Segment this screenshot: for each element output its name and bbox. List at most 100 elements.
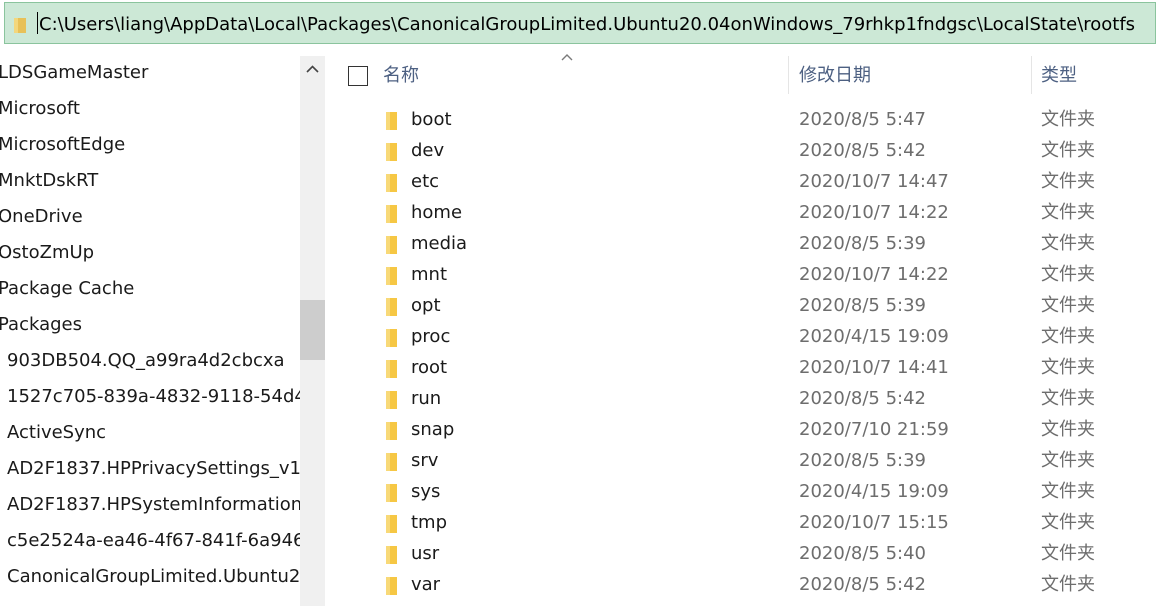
file-row[interactable]: srv 2020/8/5 5:39 文件夹 (328, 446, 1158, 477)
folder-icon (386, 546, 397, 564)
nav-item[interactable]: 1527c705-839a-4832-9118-54d4 (7, 386, 300, 407)
nav-item[interactable]: Microsoft (0, 98, 80, 119)
file-row[interactable]: var 2020/8/5 5:42 文件夹 (328, 570, 1158, 601)
file-name[interactable]: dev (411, 140, 445, 161)
file-name[interactable]: run (411, 388, 442, 409)
nav-item[interactable]: c5e2524a-ea46-4f67-841f-6a946 (7, 530, 300, 551)
file-modified-date: 2020/7/10 21:59 (799, 419, 949, 440)
file-name[interactable]: media (411, 233, 468, 254)
file-name[interactable]: srv (411, 450, 439, 471)
file-type: 文件夹 (1041, 512, 1095, 533)
folder-icon (386, 329, 397, 347)
file-name[interactable]: home (411, 202, 463, 223)
file-row[interactable]: snap 2020/7/10 21:59 文件夹 (328, 415, 1158, 446)
nav-item[interactable]: AD2F1837.HPPrivacySettings_v10 (7, 458, 300, 479)
file-modified-date: 2020/4/15 19:09 (799, 481, 949, 502)
column-header-modified[interactable]: 修改日期 (799, 65, 871, 86)
column-divider[interactable] (1031, 56, 1032, 94)
file-modified-date: 2020/8/5 5:42 (799, 140, 926, 161)
scrollbar-thumb[interactable] (300, 300, 325, 360)
file-modified-date: 2020/8/5 5:42 (799, 574, 926, 595)
file-modified-date: 2020/10/7 14:22 (799, 202, 949, 223)
nav-item[interactable]: OneDrive (0, 206, 83, 227)
chevron-up-icon[interactable] (300, 56, 325, 84)
file-name[interactable]: proc (411, 326, 451, 347)
folder-icon (386, 267, 397, 285)
nav-item[interactable]: MicrosoftEdge (0, 134, 126, 155)
file-name[interactable]: sys (411, 481, 441, 502)
nav-item[interactable]: CanonicalGroupLimited.Ubuntu20 (7, 566, 300, 587)
file-name[interactable]: snap (411, 419, 455, 440)
file-type: 文件夹 (1041, 543, 1095, 564)
file-row[interactable]: tmp 2020/10/7 15:15 文件夹 (328, 508, 1158, 539)
file-row[interactable]: usr 2020/8/5 5:40 文件夹 (328, 539, 1158, 570)
file-name[interactable]: root (411, 357, 448, 378)
file-modified-date: 2020/10/7 14:22 (799, 264, 949, 285)
file-type: 文件夹 (1041, 202, 1095, 223)
address-input[interactable]: C:\Users\liang\AppData\Local\Packages\Ca… (4, 2, 1156, 44)
file-name[interactable]: tmp (411, 512, 448, 533)
file-type: 文件夹 (1041, 388, 1095, 409)
file-name[interactable]: mnt (411, 264, 447, 285)
nav-item[interactable]: Package Cache (0, 278, 135, 299)
file-name[interactable]: var (411, 574, 441, 595)
file-modified-date: 2020/10/7 15:15 (799, 512, 949, 533)
column-header-type[interactable]: 类型 (1041, 65, 1077, 86)
column-divider[interactable] (788, 56, 789, 94)
nav-item[interactable]: MnktDskRT (0, 170, 99, 191)
file-modified-date: 2020/10/7 14:47 (799, 171, 949, 192)
file-row[interactable]: boot 2020/8/5 5:47 文件夹 (328, 105, 1158, 136)
folder-icon (14, 18, 26, 33)
file-name[interactable]: etc (411, 171, 440, 192)
folder-icon (386, 174, 397, 192)
select-all-checkbox[interactable] (348, 66, 368, 86)
file-type: 文件夹 (1041, 450, 1095, 471)
folder-icon (386, 422, 397, 440)
file-type: 文件夹 (1041, 171, 1095, 192)
file-type: 文件夹 (1041, 233, 1095, 254)
file-list: 名称 修改日期 类型 boot 2020/8/5 5:47 文件夹 dev 2020/8… (328, 46, 1158, 606)
folder-icon (386, 205, 397, 223)
file-row[interactable]: run 2020/8/5 5:42 文件夹 (328, 384, 1158, 415)
folder-icon (386, 484, 397, 502)
nav-item[interactable]: ActiveSync (7, 422, 107, 443)
file-row[interactable]: etc 2020/10/7 14:47 文件夹 (328, 167, 1158, 198)
navigation-pane: LDSGameMaster Microsoft MicrosoftEdge Mn… (0, 56, 300, 606)
nav-item[interactable]: Packages (0, 314, 82, 335)
folder-icon (386, 577, 397, 595)
nav-item[interactable]: LDSGameMaster (0, 62, 149, 83)
file-modified-date: 2020/8/5 5:47 (799, 109, 926, 130)
folder-icon (386, 453, 397, 471)
file-name[interactable]: boot (411, 109, 452, 130)
nav-scrollbar[interactable] (300, 56, 325, 606)
file-modified-date: 2020/8/5 5:42 (799, 388, 926, 409)
file-modified-date: 2020/4/15 19:09 (799, 326, 949, 347)
file-type: 文件夹 (1041, 109, 1095, 130)
nav-item[interactable]: 903DB504.QQ_a99ra4d2cbcxa (7, 350, 285, 371)
file-modified-date: 2020/8/5 5:40 (799, 543, 926, 564)
column-header-name[interactable]: 名称 (383, 65, 419, 86)
address-path: C:\Users\liang\AppData\Local\Packages\Ca… (37, 12, 1136, 35)
folder-icon (386, 236, 397, 254)
file-name[interactable]: usr (411, 543, 440, 564)
file-name[interactable]: opt (411, 295, 441, 316)
file-type: 文件夹 (1041, 357, 1095, 378)
folder-icon (386, 298, 397, 316)
address-bar: C:\Users\liang\AppData\Local\Packages\Ca… (0, 0, 1158, 46)
folder-icon (386, 112, 397, 130)
folder-icon (386, 360, 397, 378)
nav-item[interactable]: OstoZmUp (0, 242, 95, 263)
file-type: 文件夹 (1041, 574, 1095, 595)
folder-icon (386, 515, 397, 533)
file-modified-date: 2020/8/5 5:39 (799, 450, 926, 471)
file-row[interactable]: home 2020/10/7 14:22 文件夹 (328, 198, 1158, 229)
file-type: 文件夹 (1041, 419, 1095, 440)
nav-item[interactable]: AD2F1837.HPSystemInformation_ (7, 494, 300, 515)
